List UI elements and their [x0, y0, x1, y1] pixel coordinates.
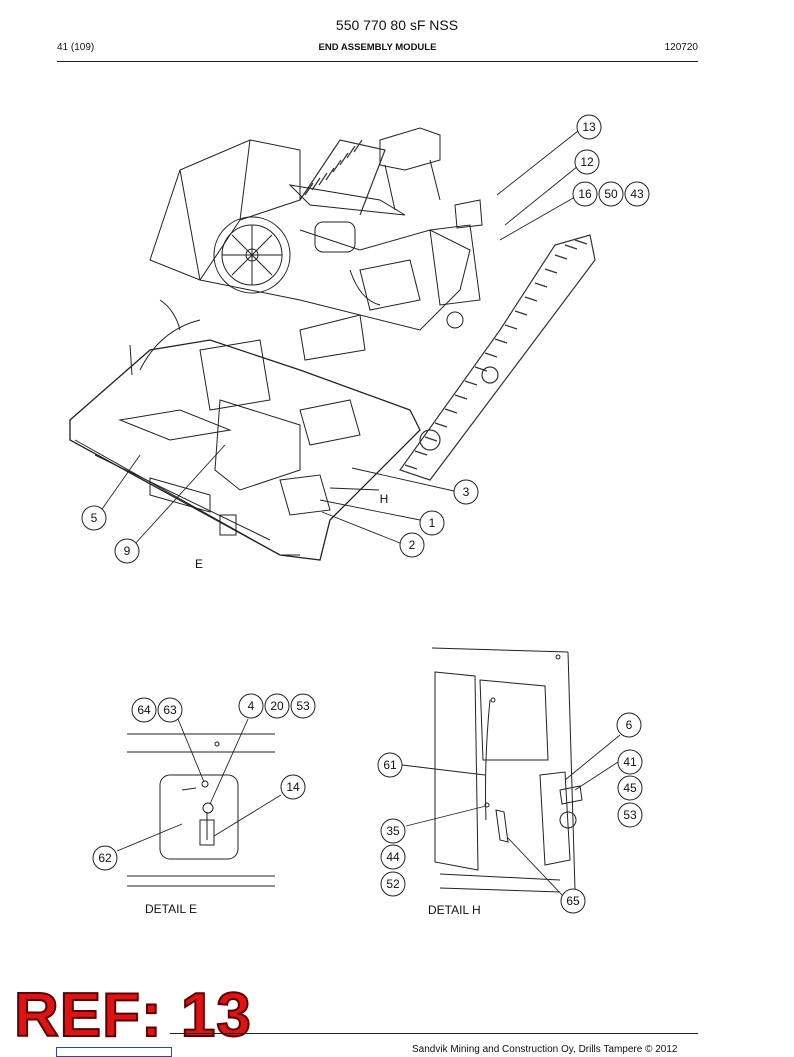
callout-bubble: 12 — [574, 149, 600, 175]
main-callouts: 13 12 16 50 43 3 H 1 2 5 9 E — [81, 114, 650, 571]
callout-bubble: 20 — [264, 693, 290, 719]
detail-e-drawing — [127, 733, 275, 887]
callout-label: 53 — [296, 699, 310, 713]
detail-h-caption: DETAIL H — [428, 903, 481, 917]
callout-bubble: 13 — [576, 114, 602, 140]
callout-label: 53 — [623, 808, 637, 822]
footer-copyright: Sandvik Mining and Construction Oy, Dril… — [412, 1044, 678, 1055]
callout-label: 45 — [623, 781, 637, 795]
document-title: 550 770 80 sF NSS — [335, 17, 459, 33]
detail-h-leader-lines — [401, 734, 621, 897]
callout-bubble: 53 — [290, 693, 316, 719]
callout-bubble: 2 — [399, 532, 425, 558]
detail-e-caption: DETAIL E — [145, 902, 198, 916]
callout-label: 3 — [463, 485, 470, 499]
callout-label: 65 — [566, 894, 580, 908]
callout-bubble: 35 — [380, 818, 406, 844]
callout-label: 16 — [578, 187, 592, 201]
callout-label: 61 — [383, 758, 397, 772]
callout-label: 64 — [137, 703, 151, 717]
callout-label: 50 — [604, 187, 618, 201]
view-marker-h: H — [380, 492, 389, 506]
callout-label: 4 — [248, 699, 255, 713]
callout-bubble: 62 — [92, 845, 118, 871]
callout-label: 35 — [386, 824, 400, 838]
detail-e-callouts: 64 63 4 20 53 14 62 — [92, 693, 316, 871]
document-code: 120720 — [664, 42, 698, 53]
callout-bubble: 63 — [157, 697, 183, 723]
callout-label: 13 — [582, 120, 596, 134]
machine-illustration — [69, 127, 596, 561]
callout-bubble: 61 — [377, 752, 403, 778]
callout-label: 44 — [386, 850, 400, 864]
main-leader-lines — [99, 130, 579, 546]
callout-bubble: 16 — [572, 181, 598, 207]
callout-label: 1 — [429, 516, 436, 530]
detail-h-callouts: 61 6 41 45 53 35 44 52 65 — [377, 712, 643, 914]
callout-bubble: 5 — [81, 505, 107, 531]
callout-bubble: 9 — [114, 538, 140, 564]
callout-bubble: 41 — [617, 749, 643, 775]
callout-bubble: 1 — [419, 510, 445, 536]
callout-bubble: 14 — [280, 774, 306, 800]
callout-label: 14 — [286, 780, 300, 794]
callout-label: 9 — [124, 544, 131, 558]
ref-stamp: REF: 13 — [13, 981, 252, 1050]
callout-label: 43 — [630, 187, 644, 201]
callout-bubble: 65 — [560, 888, 586, 914]
callout-bubble: 3 — [453, 479, 479, 505]
callout-bubble: 52 — [380, 871, 406, 897]
section-title: END ASSEMBLY MODULE — [318, 42, 437, 53]
callout-bubble: 64 — [131, 697, 157, 723]
callout-label: 52 — [386, 877, 400, 891]
callout-label: 20 — [270, 699, 284, 713]
callout-label: 2 — [409, 538, 416, 552]
page-number: 41 (109) — [57, 42, 95, 53]
callout-bubble: 6 — [616, 712, 642, 738]
callout-label: 12 — [580, 155, 594, 169]
footer-divider — [170, 1033, 698, 1034]
sandvik-logo — [56, 1047, 172, 1057]
callout-bubble: 45 — [617, 775, 643, 801]
callout-bubble: 4 — [238, 693, 264, 719]
callout-label: 41 — [623, 755, 637, 769]
callout-bubble: 50 — [598, 181, 624, 207]
callout-label: 5 — [91, 511, 98, 525]
callout-bubble: 44 — [380, 844, 406, 870]
view-marker-e: E — [195, 557, 203, 571]
callout-bubble: 43 — [624, 181, 650, 207]
header-divider — [57, 61, 698, 62]
callout-label: 63 — [163, 703, 177, 717]
detail-e-leader-lines — [116, 718, 282, 852]
callout-label: 6 — [626, 718, 633, 732]
detail-h-drawing — [431, 647, 583, 893]
callout-label: 62 — [98, 851, 112, 865]
callout-bubble: 53 — [617, 802, 643, 828]
